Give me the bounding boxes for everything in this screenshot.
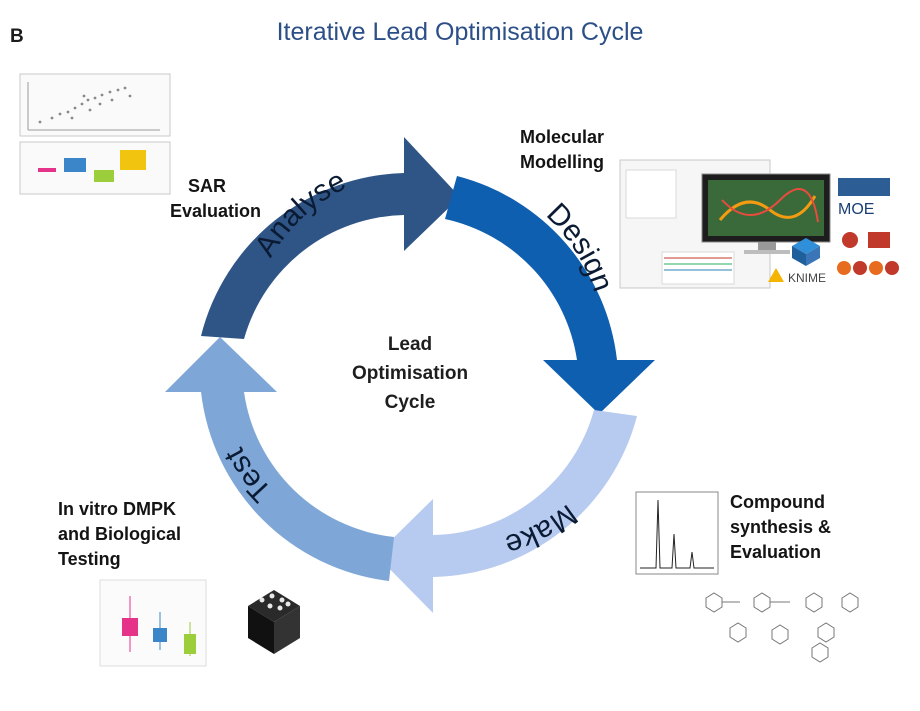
- center-label-line-1: Lead: [387, 334, 433, 355]
- center-label: Lead Optimisation Cycle: [320, 330, 500, 417]
- testing-caption: In vitro DMPK and Biological Testing: [58, 497, 181, 572]
- caption-line: Evaluation: [170, 201, 262, 221]
- analyse-arrow: [201, 137, 460, 339]
- box-plot-thumbnail: [19, 141, 171, 195]
- caption-line: SAR: [188, 176, 227, 196]
- caption-line: Molecular: [520, 127, 605, 147]
- chromatogram-thumbnail: [635, 491, 719, 575]
- chemical-structures-thumbnail: [705, 592, 859, 663]
- caption-line: Evaluation: [730, 542, 822, 562]
- center-label-line-3: Cycle: [384, 392, 436, 413]
- figure-title: Iterative Lead Optimisation Cycle: [276, 18, 644, 46]
- compound-synthesis-caption: Compound synthesis & Evaluation: [730, 490, 831, 565]
- test-arrow: [165, 337, 394, 581]
- panel-letter: B: [10, 26, 24, 47]
- moe-logo: MOE: [838, 178, 890, 218]
- sar-evaluation-caption: SAR Evaluation: [170, 174, 261, 224]
- cube-icon: [792, 238, 820, 266]
- caption-line: synthesis &: [730, 517, 832, 537]
- molecular-modelling-caption: Molecular Modelling: [520, 125, 604, 175]
- svg-text:MOE: MOE: [838, 201, 874, 218]
- svg-text:KNIME: KNIME: [788, 271, 826, 285]
- orange-ring-logos: [837, 261, 899, 275]
- testing-box-plot-thumbnail: [99, 579, 207, 667]
- center-label-line-2: Optimisation: [351, 363, 469, 384]
- scatter-plot-thumbnail: [19, 73, 171, 137]
- caption-line: In vitro DMPK: [58, 499, 177, 519]
- make-arrow: [376, 410, 637, 613]
- knime-logo: KNIME: [768, 268, 826, 285]
- caption-line: Modelling: [520, 152, 604, 172]
- design-arrow: [445, 176, 655, 414]
- caption-line: Testing: [58, 549, 121, 569]
- caption-line: and Biological: [58, 524, 182, 544]
- caption-line: Compound: [730, 492, 825, 512]
- vial-rack-icon: [248, 590, 300, 654]
- ccdc-logo: [842, 232, 890, 248]
- monitor-icon: [701, 173, 831, 254]
